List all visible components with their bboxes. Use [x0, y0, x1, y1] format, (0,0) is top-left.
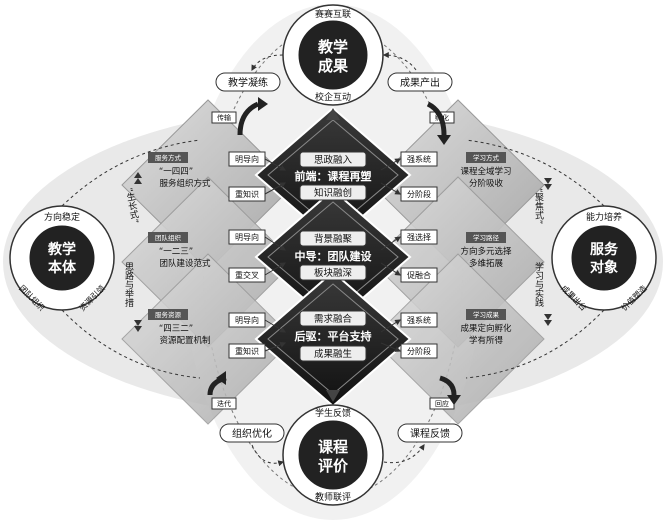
- center-arrow-icons: [326, 108, 340, 402]
- center-row-1-top: 思政融入: [314, 154, 353, 166]
- top-hub-arc-bottom: 校企互动: [315, 91, 351, 103]
- center-row-2: 背景融聚 中导：团队建设 板块融深: [295, 230, 373, 281]
- right-hub: 能力培养 服务 对象 成果出台 价值塑造: [551, 205, 657, 313]
- top-right-pill-label: 成果产出: [400, 76, 440, 89]
- left-row-2-line2: 团队建设范式: [159, 258, 211, 269]
- left-row-2-tag-top: 明导向: [235, 232, 259, 242]
- tag-bottom-right: 回应: [435, 399, 449, 408]
- right-vertical-lower: 学习与实践: [533, 261, 544, 307]
- center-row-1-bottom: 知识融创: [314, 187, 352, 199]
- top-right-pill: 成果产出: [387, 72, 453, 92]
- right-row-1: 强系统 分阶段 学习方式 课程全域学习 分阶吸收: [400, 151, 512, 202]
- right-row-2-tag-top: 强选择: [407, 232, 431, 242]
- right-row-2-line1: 方向多元选择: [460, 246, 512, 257]
- dashed-flow-lines: [61, 52, 605, 467]
- top-hub-title-2: 成果: [318, 57, 349, 75]
- bottom-hub: 学生反馈 课程 评价 教师联评: [282, 404, 384, 506]
- left-row-1-tag-top: 明导向: [235, 154, 259, 164]
- center-row-1: 思政融入 前端：课程再塑 知识融创: [295, 151, 372, 201]
- right-row-3: 强系统 分阶段 学习成果 成果定向孵化 学有所得: [400, 309, 512, 359]
- right-row-2: 强选择 促融合 学习路径 方向多元选择 多维拓展: [400, 229, 512, 283]
- left-row-3-line1: “四三二”: [159, 324, 193, 334]
- bottom-hub-arc-top: 学生反馈: [315, 407, 351, 419]
- center-row-3-bottom: 成果融生: [314, 348, 353, 360]
- right-row-1-line1: 课程全域学习: [460, 166, 511, 177]
- right-row-3-line1: 成果定向孵化: [460, 323, 512, 334]
- left-row-1-line2: 服务组织方式: [159, 178, 211, 189]
- left-row-3-line2: 资源配置机制: [159, 335, 210, 346]
- left-vertical-lower: 思路与举措: [123, 262, 134, 308]
- right-row-2-line2: 多维拓展: [469, 258, 504, 269]
- right-hub-title-2: 对象: [590, 259, 618, 276]
- center-row-3: 需求融合 后驱：平台支持 成果融生: [295, 310, 372, 362]
- left-row-1-header: 服务方式: [155, 153, 182, 162]
- tag-bottom-left: 迭代: [217, 399, 231, 408]
- right-row-2-header: 学习路径: [473, 233, 500, 242]
- right-diamond-band: [371, 99, 545, 425]
- right-row-1-tag-top: 强系统: [407, 154, 431, 164]
- right-row-2-tag-bottom: 促融合: [407, 270, 431, 280]
- left-row-3-tag-bottom: 重知识: [235, 346, 259, 356]
- center-row-2-mid: 中导：团队建设: [295, 249, 373, 263]
- top-left-pill: 教学凝练: [215, 72, 281, 92]
- left-row-1: 服务方式 “一四四” 服务组织方式 明导向 重知识: [148, 151, 266, 202]
- right-hub-title-1: 服务: [590, 241, 619, 258]
- bottom-hub-arc-bottom: 教师联评: [315, 491, 351, 503]
- curved-arrowheads: [216, 97, 461, 405]
- top-hub-title-1: 教学: [317, 38, 348, 56]
- right-vertical-text: “聚焦式” 学习与实践: [533, 188, 544, 307]
- center-row-2-top: 背景融聚: [314, 233, 353, 245]
- center-row-3-top: 需求融合: [314, 313, 353, 325]
- left-hub-arc-top: 方向稳定: [44, 211, 80, 223]
- bottom-right-pill-label: 课程反馈: [410, 427, 450, 440]
- left-row-2-tag-bottom: 重交叉: [235, 270, 259, 280]
- left-hub-title-1: 教学: [48, 241, 76, 258]
- left-row-1-line1: “一四四”: [159, 167, 193, 177]
- right-row-1-tag-bottom: 分阶段: [407, 189, 431, 199]
- chevron-icons: [134, 172, 552, 332]
- tag-top-left: 传输: [217, 113, 231, 122]
- center-row-3-mid: 后驱：平台支持: [295, 329, 372, 343]
- right-row-3-line2: 学有所得: [469, 335, 504, 346]
- bottom-right-pill: 课程反馈: [397, 423, 463, 443]
- left-row-2-header: 团队组织: [155, 233, 182, 242]
- left-row-3-header: 服务资源: [155, 310, 182, 319]
- right-row-1-line2: 分阶吸收: [469, 178, 504, 189]
- top-hub: 赛赛互联 教学 成果 校企互动: [282, 4, 384, 106]
- right-row-1-header: 学习方式: [473, 153, 500, 162]
- connector-lines: [264, 158, 402, 352]
- right-row-3-tag-bottom: 分阶段: [407, 346, 431, 356]
- bottom-left-pill-label: 组织优化: [232, 427, 272, 440]
- center-row-2-bottom: 板块融深: [314, 267, 353, 279]
- right-row-3-tag-top: 强系统: [407, 315, 431, 325]
- left-row-1-tag-bottom: 重知识: [235, 189, 259, 199]
- left-row-3-tag-top: 明导向: [235, 315, 259, 325]
- top-left-pill-label: 教学凝练: [228, 76, 268, 89]
- center-row-1-mid: 前端：课程再塑: [295, 169, 372, 183]
- left-row-2-line1: “一二三”: [159, 247, 193, 257]
- right-row-3-header: 学习成果: [473, 310, 500, 319]
- left-row-2: 团队组织 “一二三” 团队建设范式 明导向 重交叉: [148, 229, 266, 283]
- right-vertical-upper: “聚焦式”: [533, 188, 544, 224]
- bottom-left-pill: 组织优化: [219, 423, 285, 443]
- bottom-hub-title-1: 课程: [318, 438, 348, 456]
- bottom-hub-title-2: 评价: [318, 457, 349, 475]
- left-hub: 方向稳定 教学 本体 团队组织 资源引领: [9, 205, 115, 313]
- left-hub-title-2: 本体: [48, 259, 77, 276]
- right-hub-arc-top: 能力培养: [586, 211, 622, 223]
- top-hub-arc-top: 赛赛互联: [315, 8, 351, 20]
